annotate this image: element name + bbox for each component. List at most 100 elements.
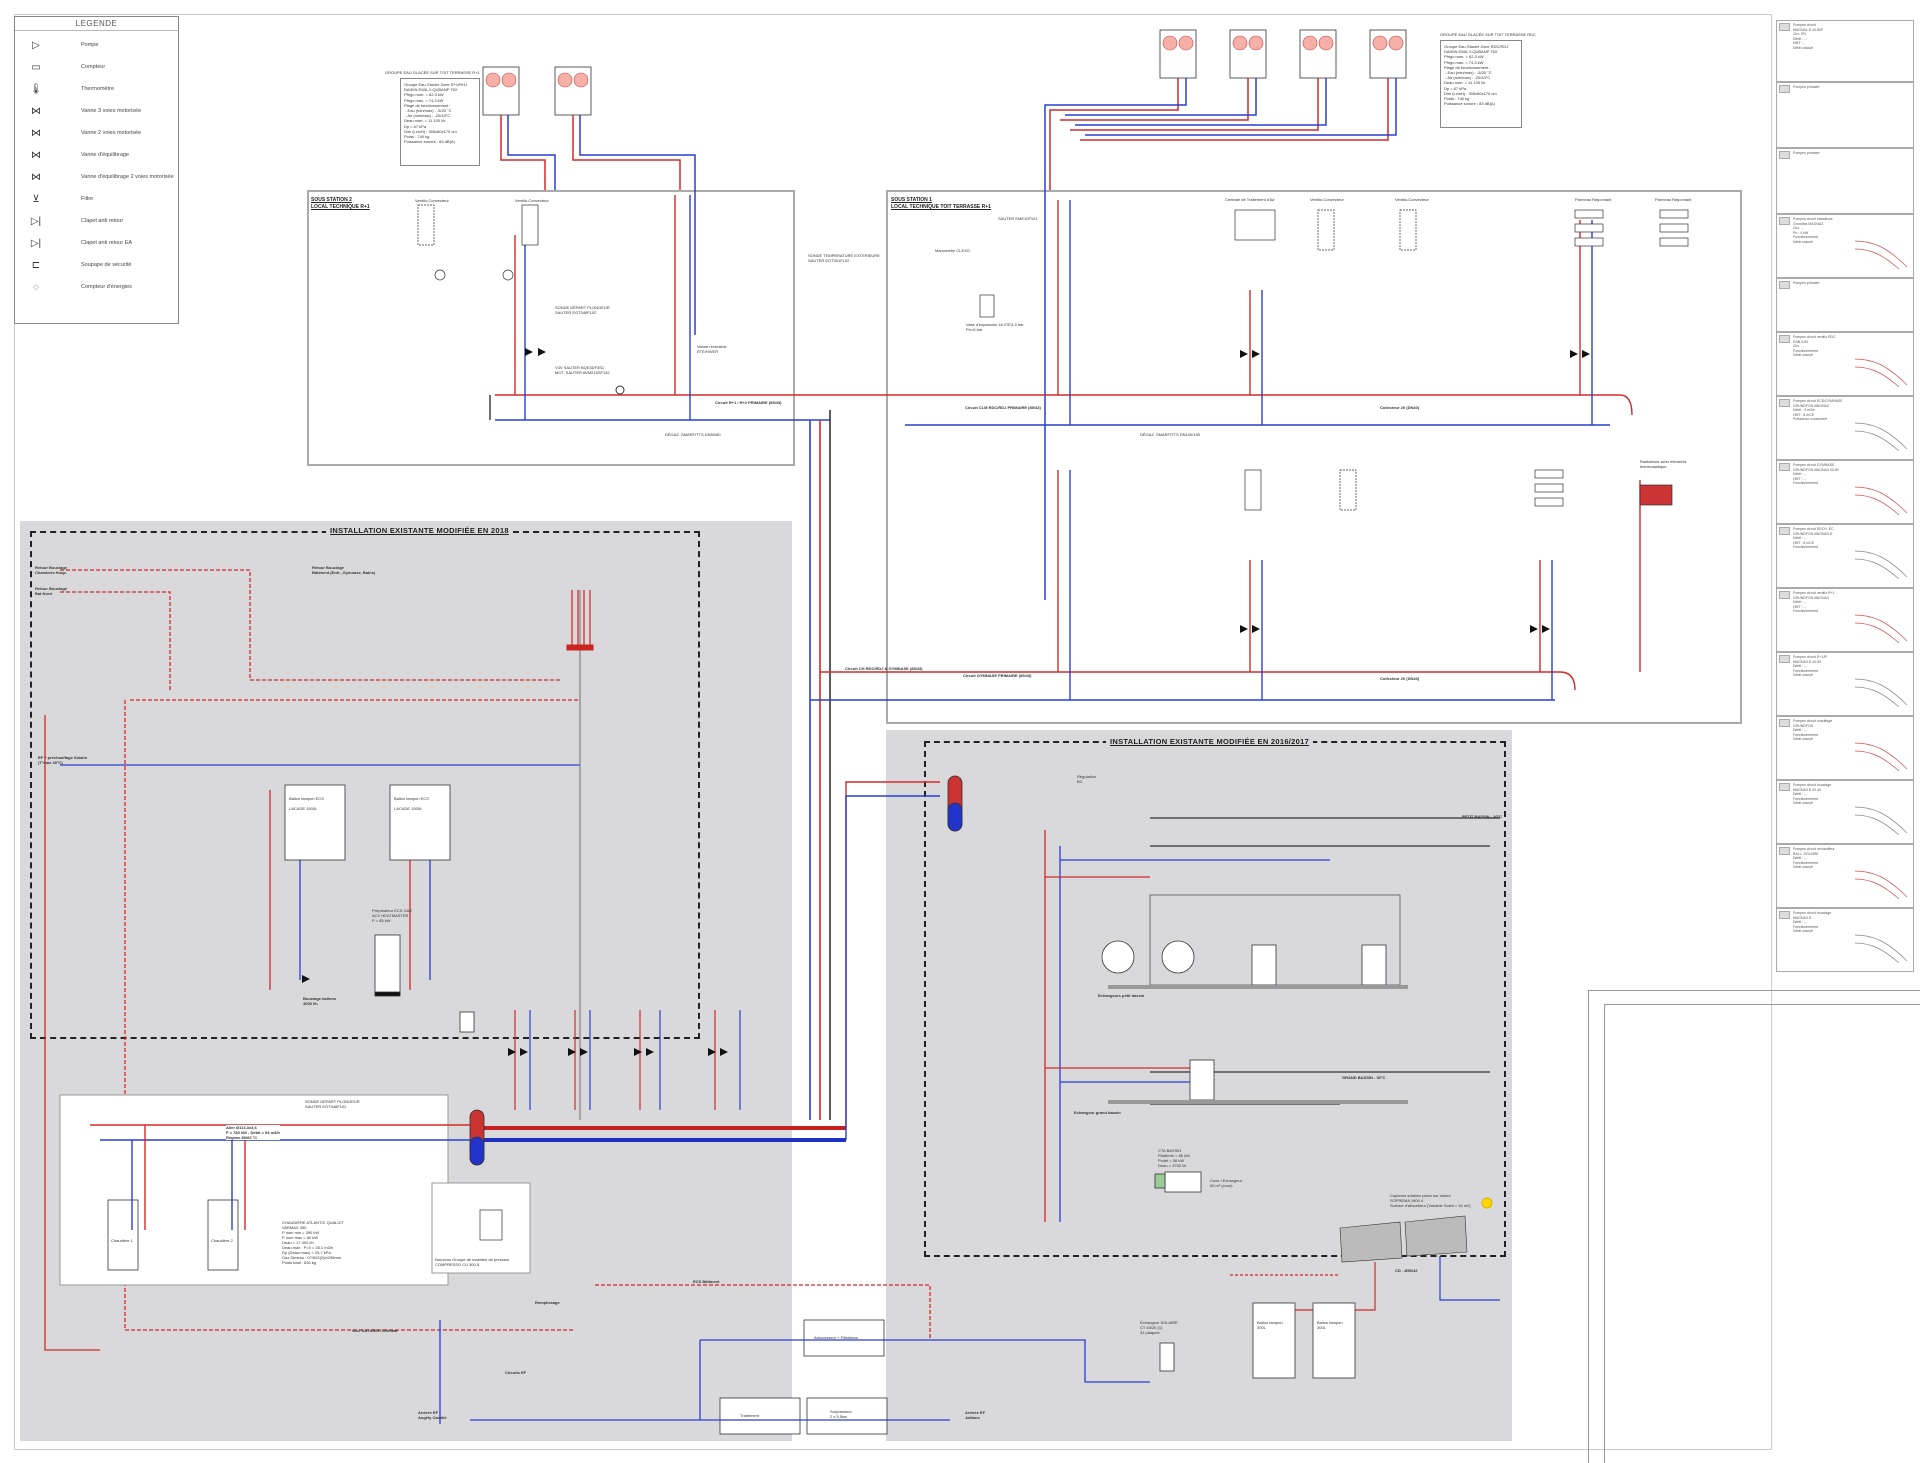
z16-surpresseur: Surpresseur 2 x 5,5kw (830, 1409, 852, 1419)
right-chiller-group-label: GROUPE EAU GLACÉE SUR TOIT TERRASSE RDC (1440, 32, 1536, 37)
legend-item: ▷Pompe (21, 37, 98, 53)
pump-logo-icon (1779, 719, 1790, 727)
legend-item: ⋈ Vanne 2 voies motorisée (21, 125, 141, 141)
z16-grand-bassin: GRAND BASSIN - 30°C (1342, 1075, 1386, 1080)
substation1-subtitle: LOCAL TECHNIQUE TOIT TERRASSE R+1 (891, 204, 991, 210)
z18-bouclage: Bouclage ballons 3000 l/h (303, 996, 337, 1006)
ss2-circuit-primary: Circuit R+1 / R+2 PRIMAIRE (85/43) (715, 400, 782, 405)
ss2-pumps (525, 348, 625, 395)
legend: LEGENDE ▷Pompe▭Compteur🌡Thermomètre⋈Vann… (14, 16, 179, 324)
z16-remplissage: Remplissage (535, 1300, 560, 1305)
title-block-frame (1588, 990, 1920, 1463)
zone2018-tanks (284, 784, 475, 1033)
ss2-pipes (489, 195, 830, 421)
z18-retour-right: Retour Bouclage Bâtiment (Enfr., Gymnase… (312, 565, 376, 575)
ss1-sauter: SAUTER EME10F101 (998, 216, 1038, 221)
energy-meter-icon: ◌ (33, 281, 39, 293)
legend-item-label: Thermomètre (81, 86, 115, 92)
z16-echangeur-grand: Echangeur grand bassin (1074, 1110, 1121, 1115)
zone2018-pipes (44, 569, 581, 1351)
pressure-unit-label: Nouveau Groupe de maintien de pression C… (435, 1257, 510, 1267)
pump-curve-text: Pompes circuit GYMNASE GRUNDFOS MAGNA3 4… (1793, 463, 1839, 486)
legend-item: ⊏Soupape de sécurité (21, 257, 132, 273)
z18-ef: EF + préchauffage Solaire (T°max 40°C) (38, 755, 88, 765)
pump-logo-icon (1779, 783, 1790, 791)
z16-cta: CTA BASSIN Pbatterie = 85 kW Pcdet = 36 … (1158, 1148, 1190, 1168)
ss1-degaz: DÉGAZ. SMARFITTS DN100/150 (1140, 432, 1201, 437)
sheet-frame (14, 14, 1772, 1450)
pump-logo-icon (1779, 399, 1790, 407)
three-way-valve-icon: ⋈ (31, 105, 41, 117)
pump-curve-sheet: Pompes circuit GYMNASE GRUNDFOS MAGNA3 4… (1776, 460, 1914, 524)
z16-echangeur-solaire: Échangeur SOLAIRE CT 40/20 (1) 31 plaque… (1140, 1320, 1178, 1335)
substation2-subtitle: LOCAL TECHNIQUE R+1 (311, 204, 370, 210)
boilers (107, 1199, 239, 1271)
legend-item: ▷|Clapet anti retour (21, 213, 123, 229)
cta-unit (1154, 1171, 1202, 1193)
z16-ballon-solaire-a: Ballon tampon 300L (1257, 1320, 1283, 1330)
chiller-fans (485, 35, 1404, 88)
pump-logo-icon (1779, 591, 1790, 599)
z16-ecs-solar: ECS Bâtiment (693, 1279, 720, 1284)
main-risers (809, 394, 905, 1120)
boiler-a-label: Chaudière 1 (111, 1238, 133, 1243)
pump-curve-sheet: Pompes circuit ventilo RDC DAB 4-80 Circ… (1776, 332, 1914, 396)
pump-curve-graph-icon (1854, 742, 1908, 772)
solar-tanks (1159, 1302, 1356, 1379)
pump-curve-graph-icon (1854, 678, 1908, 708)
pump-logo-icon (1779, 85, 1790, 93)
two-way-valve-icon: ⋈ (31, 127, 41, 139)
pump-curve-text: Pompes primaire (1793, 151, 1820, 155)
title-block-inner-frame (1604, 1004, 1920, 1463)
legend-item: ⋈Vanne d'équilibrage 2 voies motorisée (21, 169, 174, 185)
pump-curve-sheet: Pompes circuit réchauffeur BALL. SOLAIRE… (1776, 844, 1914, 908)
legend-item-label: Clapet anti retour EA (81, 240, 133, 246)
ss1-radiateur: Radiateurs acier éléments thermostatique (1640, 459, 1687, 469)
legend-item: 🌡Thermomètre (21, 81, 114, 97)
pump-curve-sheet: Pompes circuit bouclage MAGNA3 D Débit :… (1776, 908, 1914, 972)
zone-2016-title: INSTALLATION EXISTANTE MODIFIÉE EN 2016/… (1106, 737, 1314, 746)
right-chiller-spec: Groupe Eau Glacée Zone RDC/RDJ DAIKIN EW… (1440, 40, 1522, 128)
chiller-pipes-red (500, 78, 1389, 190)
pump-curve-graph-icon (1854, 358, 1908, 388)
ss1-panneau-a: Panneau Rayonnant (1575, 197, 1612, 202)
pump-curve-sheet: Pompes primaire (1776, 278, 1914, 332)
ss1-collector-b: Collecteur 20 (DN40) (1380, 676, 1420, 681)
substation1-title: SOUS STATION 1 (891, 197, 932, 203)
ss2-sonde: SONDE DÉPART PLONGEUR SAUTER EGT346F102 (555, 305, 610, 315)
main-collector (480, 781, 940, 1142)
z16-capteurs: Capteurs solaires plans sur toiture SOPR… (1390, 1193, 1471, 1208)
collector-rack (566, 590, 594, 651)
ss1-pressure-valve: Manomètre CLEXO (935, 248, 970, 253)
pump-logo-icon (1779, 23, 1790, 31)
pump-curve-text: Pompes primaire (1793, 85, 1820, 89)
legend-item-label: Vanne 2 voies motorisée (81, 130, 142, 136)
legend-item-label: Compteur (81, 64, 106, 70)
pump-curve-graph-icon (1854, 422, 1908, 452)
ss2-ventilo-b: Ventilo-Convecteur (515, 198, 549, 203)
pump-curve-text: Pompes circuit réchauffeur BALL. SOLAIRE… (1793, 847, 1835, 870)
pump-curve-sheet: Pompes primaire (1776, 82, 1914, 148)
pump-curve-text: Pompes circuit ventilo RDC DAB 4-80 Circ… (1793, 335, 1836, 358)
z16-arrivee-ef-a: Arrivée EF Angély Cavalié (418, 1410, 447, 1420)
zone2018-circuits (514, 1010, 741, 1110)
legend-item-label: Soupape de sécurité (81, 262, 132, 268)
ss1-circuit-gym: Circuit GYMNASE PRIMAIRE (85/43) (963, 673, 1032, 678)
pump-curve-text: Pompes circuit bouclage MAGNA3 D Débit :… (1793, 911, 1832, 934)
z18-retour-chem: Retour Bouclage Chambres Hosp. (35, 565, 68, 575)
pump-curve-text: Pompes circuit R+1/R MAGNA3 D 40-80 Débi… (1793, 655, 1827, 678)
legend-item-label: Compteur d'énergies (81, 284, 132, 290)
pump-logo-icon (1779, 847, 1790, 855)
left-chiller-spec: Groupe Eau Glacée Zone R+1/RHJ DAIKIN EW… (400, 78, 480, 166)
pump-curve-text: Pompes circuit RECH. EC GRUNDFOS MAGNA3 … (1793, 527, 1834, 550)
legend-item-label: Vanne d'équilibrage (81, 152, 130, 158)
pump-curve-sheet: Pompes circuit ECS/GYMNASE GRUNDFOS MAGN… (1776, 396, 1914, 460)
ss1-exp-vessel: Vase d'expansion 18 l/TE3-3 bar Pn=6 bar (966, 322, 1024, 332)
legend-item: ▭Compteur (21, 59, 105, 75)
legend-item: ⊻Filtre (21, 191, 93, 207)
pump-logo-icon (1779, 655, 1790, 663)
zone2018-pumps (302, 975, 728, 1056)
z18-retour-bat: Retour Bouclage Bat Nord (35, 586, 68, 596)
ef-pipes (439, 1284, 1150, 1424)
pool-heat-exchangers (1101, 894, 1408, 1104)
